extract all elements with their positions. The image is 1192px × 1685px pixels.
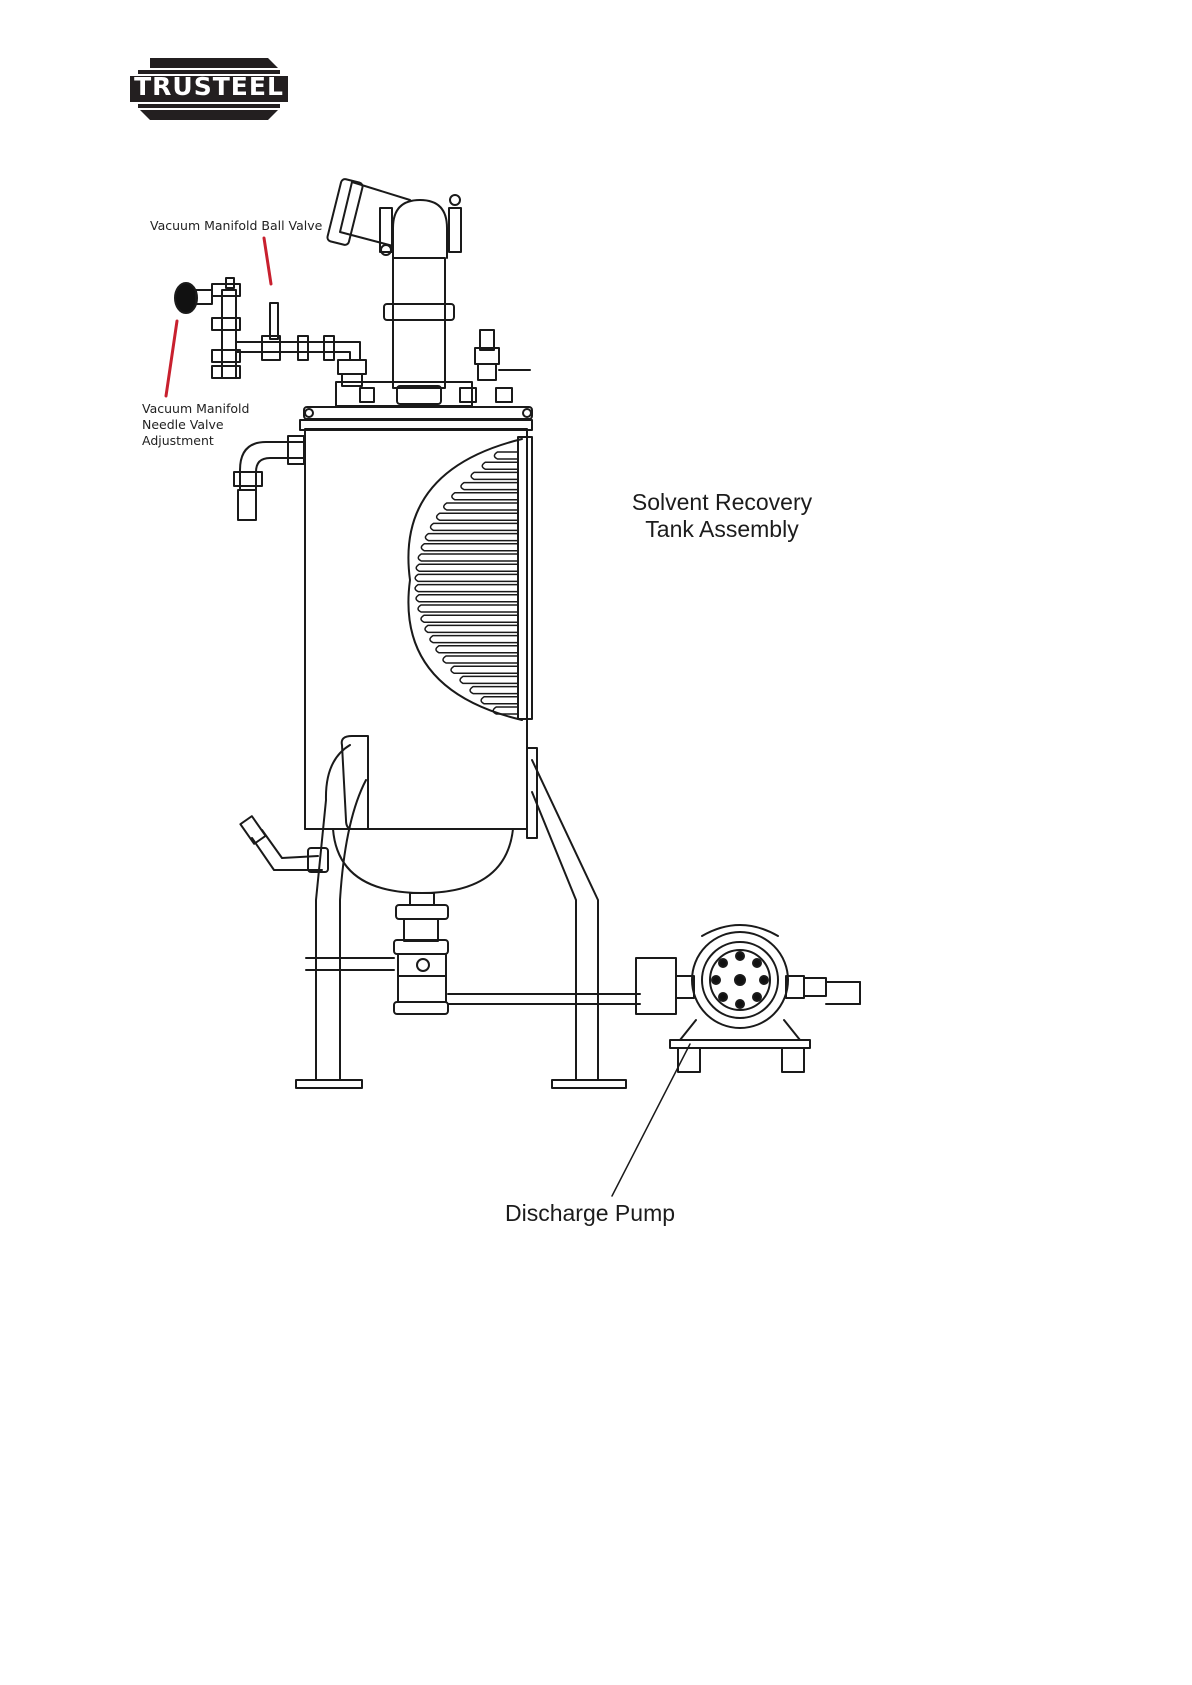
discharge-pump xyxy=(670,925,860,1072)
vacuum-manifold xyxy=(175,278,366,386)
tank-label-line-1: Solvent Recovery xyxy=(602,489,842,516)
ball-valve-callout: Vacuum Manifold Ball Valve xyxy=(150,218,322,234)
coil-loop xyxy=(481,697,518,704)
elbow-top xyxy=(393,200,447,258)
support-legs xyxy=(296,736,626,1088)
tank-bottom-dome xyxy=(333,829,513,893)
drain-valve xyxy=(306,893,448,1014)
needle-valve-knob xyxy=(175,283,197,313)
needle-valve-callout-line-2: Needle Valve xyxy=(142,417,252,433)
coil-loop xyxy=(451,666,518,673)
discharge-pump-label: Discharge Pump xyxy=(505,1200,675,1227)
pump-leader xyxy=(612,1044,690,1196)
coil-loop xyxy=(431,523,518,530)
tank-assembly-label: Solvent Recovery Tank Assembly xyxy=(602,489,842,543)
needle-valve-leader xyxy=(166,321,177,396)
needle-valve-callout: Vacuum Manifold Needle Valve Adjustment xyxy=(142,401,252,449)
discharge-line xyxy=(448,958,676,1014)
coil-loop xyxy=(418,605,518,612)
coil-loop xyxy=(421,615,518,622)
coil-loop xyxy=(452,493,518,500)
coil-loop xyxy=(416,595,518,602)
coil-cutaway xyxy=(408,439,522,720)
coil-loop xyxy=(444,503,518,510)
tank-label-line-2: Tank Assembly xyxy=(602,516,842,543)
coil-loop xyxy=(494,452,518,459)
coil-loop xyxy=(436,646,518,653)
coil-loop xyxy=(443,656,518,663)
coil-loop xyxy=(460,676,518,683)
coil-loop xyxy=(415,585,518,592)
coil-loop xyxy=(437,513,518,520)
coil-loop xyxy=(471,472,518,479)
coil-loop xyxy=(425,534,518,541)
coil-loop xyxy=(482,462,518,469)
jacket-strip xyxy=(518,437,532,719)
coil-loop xyxy=(421,544,518,551)
ball-valve-leader xyxy=(264,238,271,284)
coil-loop xyxy=(425,625,518,632)
coil-loop xyxy=(416,564,518,571)
drain-elbow xyxy=(240,816,328,872)
coil-loop xyxy=(418,554,518,561)
coil-loop xyxy=(461,483,518,490)
coil-loop xyxy=(415,574,518,581)
needle-valve-callout-line-1: Vacuum Manifold xyxy=(142,401,252,417)
coil-loop xyxy=(430,636,518,643)
ball-valve-handle xyxy=(270,303,278,339)
coil-loop xyxy=(470,687,518,694)
vapor-column xyxy=(327,178,461,404)
needle-valve-callout-line-3: Adjustment xyxy=(142,433,252,449)
